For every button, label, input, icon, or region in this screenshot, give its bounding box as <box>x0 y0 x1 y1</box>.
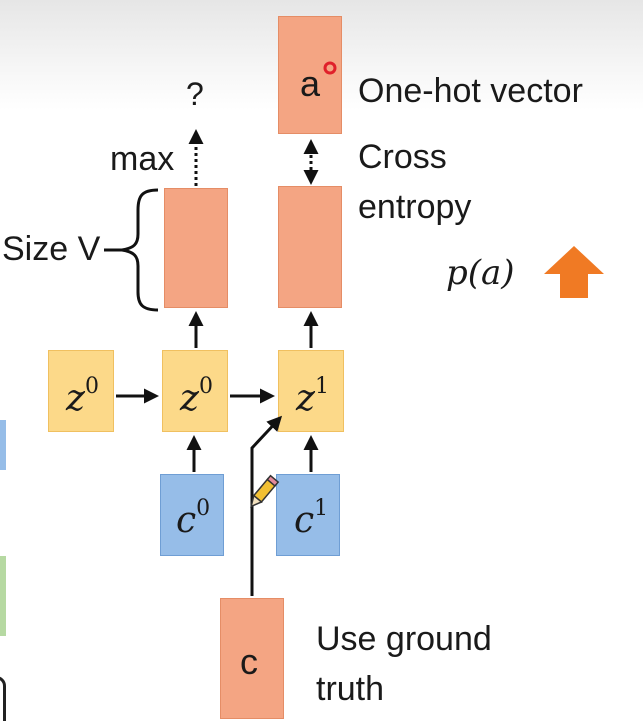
entropy-label: entropy <box>358 188 472 226</box>
c0-text: c0 <box>176 496 211 541</box>
edge-box-green <box>0 556 6 636</box>
a-vector-text: a <box>300 63 321 104</box>
curly-brace-icon <box>121 188 159 312</box>
c1-text: c1 <box>294 496 329 541</box>
hidden-box-z0-left <box>48 350 114 432</box>
truth-label: truth <box>316 670 385 708</box>
use-ground-label: Use ground <box>316 620 492 658</box>
question-label: ? <box>186 76 204 112</box>
hidden-box-z0-mid <box>162 350 228 432</box>
z0-mid-text: z0 <box>180 374 213 419</box>
c-input-text: c <box>240 641 258 682</box>
z0-left-text: z0 <box>66 374 99 419</box>
context-box-c0 <box>160 474 224 556</box>
size-v-label: Size V <box>2 230 101 268</box>
ground-truth-box-c <box>220 598 284 719</box>
p-of-a-label: p(a) <box>446 253 515 293</box>
cursor-dot <box>323 61 337 75</box>
output-box-max <box>164 188 228 308</box>
output-box-cross-entropy <box>278 186 342 308</box>
z1-text: z1 <box>296 374 329 419</box>
edge-box-blue <box>0 420 6 470</box>
context-box-c1 <box>276 474 340 556</box>
up-arrow-icon <box>544 246 604 298</box>
arrow-ground-truth-to-z1 <box>250 415 283 596</box>
pencil-cursor-icon <box>250 474 280 508</box>
output-box-a <box>278 16 342 134</box>
one-hot-vector-label: One-hot vector <box>358 72 583 110</box>
max-label: max <box>110 140 175 178</box>
cross-label: Cross <box>358 138 447 176</box>
hidden-box-z1 <box>278 350 344 432</box>
